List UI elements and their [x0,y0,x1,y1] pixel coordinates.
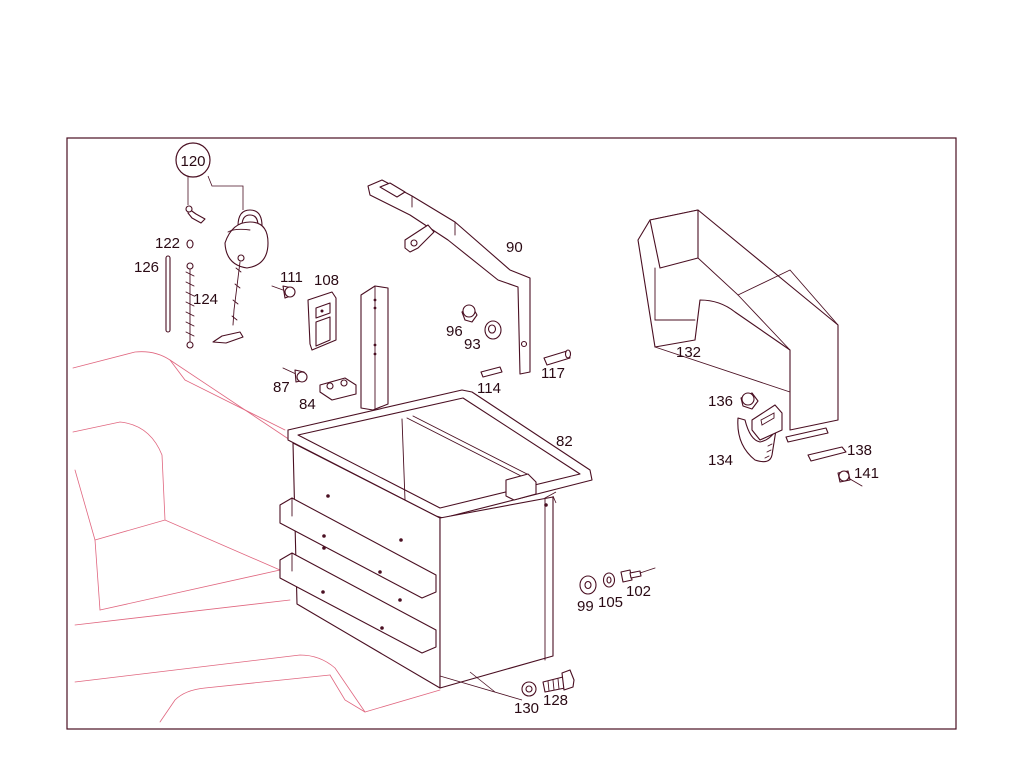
callout-124: 124 [193,291,218,308]
callout-84: 84 [299,396,316,413]
screw-96 [461,304,478,323]
screw-136 [740,392,759,410]
callout-87: 87 [273,379,290,396]
cover-132 [637,209,839,443]
callout-90: 90 [506,239,523,256]
leader-lines [187,175,557,701]
rod-126 [165,255,171,333]
padlock-120 [185,205,269,344]
callout-105: 105 [598,594,623,611]
callout-132: 132 [676,344,701,361]
screw-87 [282,367,308,383]
callout-141: 141 [854,465,879,482]
pin-117 [543,349,572,366]
hasp-108 [307,291,337,351]
callout-126: 126 [134,259,159,276]
callout-108: 108 [314,272,339,289]
callout-82: 82 [556,433,573,450]
callout-circle-120 [175,142,211,178]
screw-111 [271,285,296,299]
callout-120: 120 [180,153,205,170]
ring-122 [186,239,194,249]
callout-111: 111 [280,269,303,286]
washer-105 [602,572,616,588]
callout-136: 136 [708,393,733,410]
screw-141 [837,470,863,487]
callout-128: 128 [543,692,568,709]
washer-99 [579,575,597,595]
strap-plate [360,285,389,411]
callout-134: 134 [708,452,733,469]
bracket-90 [367,179,531,375]
callout-117: 117 [541,365,565,382]
diagram-frame [66,137,957,730]
callout-102: 102 [626,583,651,600]
pin-114 [480,366,503,378]
vehicle-context-lines [72,351,441,723]
chain-124 [185,262,195,349]
plate-138 [807,446,847,462]
washer-130 [521,681,537,697]
bushing-93 [484,320,502,340]
callout-122: 122 [155,235,180,252]
strap-134 [737,404,783,463]
callout-93: 93 [464,336,481,353]
callout-114: 114 [477,380,501,397]
screw-102 [620,567,656,583]
callout-130: 130 [514,700,539,717]
latch-plate-84 [319,377,357,401]
storage-box-82 [279,389,593,689]
callout-138: 138 [847,442,872,459]
callout-99: 99 [577,598,594,615]
bolt-128 [542,669,575,693]
callout-96: 96 [446,323,463,340]
